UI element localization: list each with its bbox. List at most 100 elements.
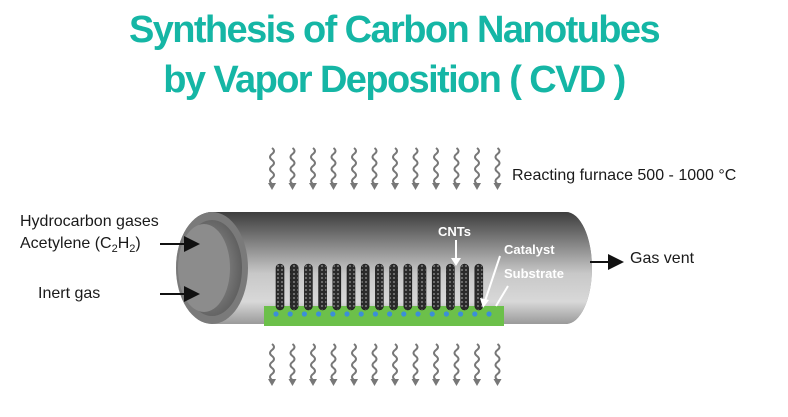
- heat-arrow-head-icon: [452, 379, 461, 386]
- wavy-heat-arrow-icon: [474, 147, 480, 185]
- wavy-heat-arrow-icon: [392, 343, 398, 381]
- catalyst-dot: [458, 311, 464, 317]
- heat-arrows-top: [268, 147, 502, 190]
- catalyst-dot: [273, 311, 279, 317]
- wavy-heat-arrow-icon: [494, 343, 501, 381]
- wavy-heat-arrow-icon: [474, 343, 480, 381]
- hydrocarbon-label: Hydrocarbon gases: [20, 213, 159, 230]
- catalyst-dot: [472, 311, 478, 317]
- cnts-label: CNTs: [438, 224, 471, 239]
- wavy-heat-arrow-icon: [310, 343, 316, 381]
- wavy-heat-arrow-icon: [330, 147, 337, 185]
- nanotube-icon: [318, 263, 327, 311]
- wavy-heat-arrow-icon: [371, 343, 378, 381]
- catalyst-dot: [372, 311, 378, 317]
- title-line-2: by Vapor Deposition ( CVD ): [163, 59, 626, 101]
- catalyst-dot: [429, 311, 435, 317]
- nanotube-array: [275, 263, 484, 311]
- heat-arrow-head-icon: [268, 379, 276, 386]
- heat-arrow-head-icon: [432, 183, 440, 190]
- wavy-heat-arrow-icon: [330, 343, 337, 381]
- wavy-heat-arrow-icon: [412, 147, 419, 185]
- nanotube-icon: [417, 263, 427, 311]
- wavy-heat-arrow-icon: [269, 343, 275, 381]
- nanotube-icon: [332, 263, 342, 311]
- nanotube-icon: [375, 263, 384, 311]
- heat-arrow-head-icon: [473, 379, 481, 386]
- wavy-heat-arrow-icon: [269, 147, 275, 185]
- heat-arrow-head-icon: [411, 183, 420, 190]
- catalyst-dot: [486, 311, 492, 317]
- catalyst-pointer: [483, 255, 501, 305]
- heat-arrow-head-icon: [411, 379, 420, 386]
- heat-arrow-head-icon: [370, 183, 379, 190]
- substrate-label: Substrate: [504, 266, 564, 281]
- catalyst-dot: [387, 311, 393, 317]
- catalyst-dot: [287, 311, 293, 317]
- heat-arrow-head-icon: [329, 379, 338, 386]
- inert-gas-label: Inert gas: [38, 285, 101, 302]
- wavy-heat-arrow-icon: [289, 343, 296, 381]
- nanotube-icon: [460, 263, 469, 311]
- wavy-heat-arrow-icon: [310, 147, 316, 185]
- tube-left-cap-inner: [178, 224, 230, 312]
- nanotube-icon: [446, 263, 455, 311]
- catalyst-dot: [330, 311, 336, 317]
- gas-vent-label: Gas vent: [630, 250, 695, 267]
- heat-arrow-head-icon: [350, 379, 358, 386]
- substrate-pointer: [495, 285, 509, 307]
- catalyst-dot: [316, 311, 322, 317]
- heat-arrow-head-icon: [493, 183, 502, 190]
- wavy-heat-arrow-icon: [289, 147, 296, 185]
- wavy-heat-arrow-icon: [453, 343, 460, 381]
- catalyst-dot: [301, 311, 307, 317]
- heat-arrow-head-icon: [288, 183, 297, 190]
- catalyst-dot: [358, 311, 364, 317]
- catalyst-label: Catalyst: [504, 242, 555, 257]
- cnts-pointer-head: [451, 258, 461, 266]
- nanotube-icon: [403, 263, 413, 311]
- wavy-heat-arrow-icon: [433, 147, 439, 185]
- catalyst-dot: [415, 311, 421, 317]
- wavy-heat-arrow-icon: [351, 343, 357, 381]
- heat-arrow-head-icon: [493, 379, 502, 386]
- wavy-heat-arrow-icon: [412, 343, 419, 381]
- heat-arrow-head-icon: [452, 183, 461, 190]
- heat-arrow-head-icon: [432, 379, 440, 386]
- heat-arrow-head-icon: [370, 379, 379, 386]
- catalyst-dot: [401, 311, 407, 317]
- wavy-heat-arrow-icon: [494, 147, 501, 185]
- nanotube-icon: [304, 263, 313, 311]
- nanotube-icon: [346, 263, 356, 311]
- heat-arrow-head-icon: [268, 183, 276, 190]
- wavy-heat-arrow-icon: [433, 343, 439, 381]
- catalyst-dot: [344, 311, 350, 317]
- title-line-1: Synthesis of Carbon Nanotubes: [128, 9, 661, 51]
- wavy-heat-arrow-icon: [371, 147, 378, 185]
- wavy-heat-arrow-icon: [392, 147, 398, 185]
- catalyst-particles: [273, 311, 492, 317]
- heat-arrow-head-icon: [391, 183, 399, 190]
- heat-arrows-bottom: [268, 343, 502, 386]
- nanotube-icon: [389, 263, 398, 311]
- nanotube-icon: [275, 263, 285, 311]
- heat-arrow-head-icon: [391, 379, 399, 386]
- wavy-heat-arrow-icon: [453, 147, 460, 185]
- wavy-heat-arrow-icon: [351, 147, 357, 185]
- nanotube-icon: [360, 263, 370, 311]
- heat-arrow-head-icon: [309, 379, 317, 386]
- heat-arrow-head-icon: [350, 183, 358, 190]
- heat-arrow-head-icon: [329, 183, 338, 190]
- nanotube-icon: [431, 263, 441, 311]
- substrate: [264, 306, 504, 326]
- heat-arrow-head-icon: [473, 183, 481, 190]
- furnace-label: Reacting furnace 500 - 1000 °C: [512, 167, 737, 184]
- nanotube-icon: [289, 263, 299, 311]
- heat-arrow-head-icon: [309, 183, 317, 190]
- heat-arrow-head-icon: [288, 379, 297, 386]
- acetylene-label: Acetylene (C2H2): [20, 235, 141, 256]
- catalyst-dot: [443, 311, 449, 317]
- catalyst-pointer-head: [480, 298, 489, 308]
